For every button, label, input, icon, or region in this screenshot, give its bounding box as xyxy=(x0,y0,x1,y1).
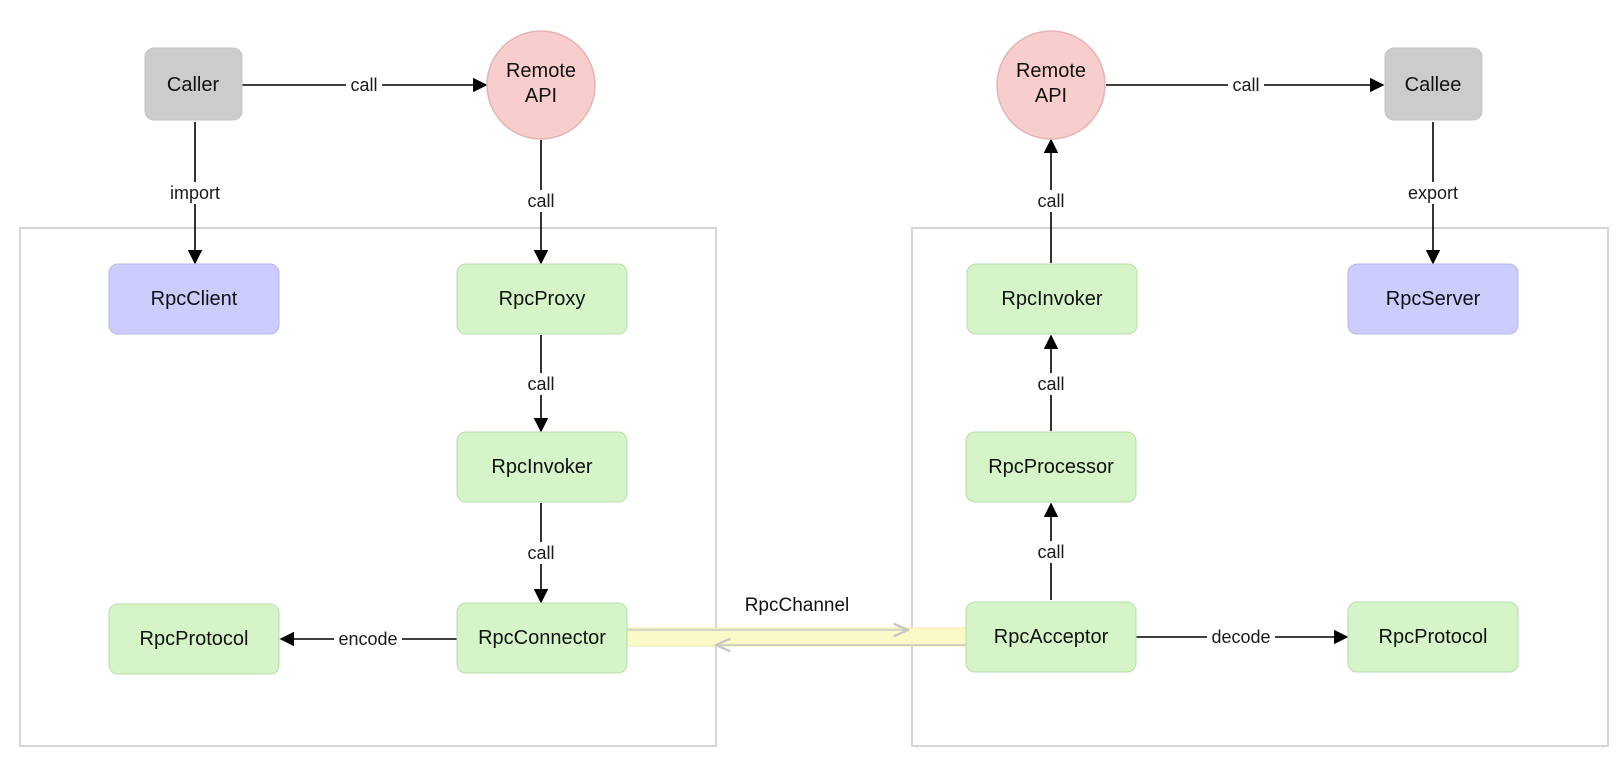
rpc-client-node: RpcClient xyxy=(108,263,280,335)
edge-acceptor-to-processor: call xyxy=(1033,502,1069,600)
edge-label: call xyxy=(1037,542,1064,562)
edge-acceptor-to-protocol: decode xyxy=(1136,626,1349,648)
edge-invoker-to-connector: call xyxy=(523,503,559,604)
rpc-acceptor-shape xyxy=(965,601,1137,673)
remote-api-left-label-line1: Remote xyxy=(506,60,576,82)
edge-caller-to-api: call xyxy=(242,74,488,96)
edge-label: import xyxy=(170,183,220,203)
callee-node: Callee xyxy=(1384,47,1483,121)
edge-label: call xyxy=(527,543,554,563)
edge-label: export xyxy=(1408,183,1458,203)
rpc-server-label: RpcServer xyxy=(1386,288,1481,310)
callee-shape xyxy=(1384,47,1483,121)
rpc-acceptor-node: RpcAcceptor xyxy=(965,601,1137,673)
rpc-protocol-left-node: RpcProtocol xyxy=(108,603,280,675)
edge-label: call xyxy=(350,75,377,95)
remote-api-right-shape xyxy=(996,30,1106,140)
rpc-invoker-right-label: RpcInvoker xyxy=(1001,288,1102,310)
rpc-connector-label: RpcConnector xyxy=(478,627,606,649)
edge-label: decode xyxy=(1211,627,1270,647)
server-side-frame xyxy=(911,227,1609,747)
rpc-connector-shape xyxy=(456,602,628,674)
rpc-protocol-right-shape xyxy=(1347,601,1519,673)
caller-shape xyxy=(144,47,243,121)
edge-proxy-to-invoker: call xyxy=(523,335,559,433)
rpc-channel-label: RpcChannel xyxy=(745,595,850,616)
rpc-protocol-left-label: RpcProtocol xyxy=(140,628,249,650)
edge-api-to-callee: call xyxy=(1106,74,1385,96)
client-side-frame xyxy=(19,227,717,747)
edge-label: call xyxy=(1232,75,1259,95)
rpc-client-shape xyxy=(108,263,280,335)
rpc-acceptor-label: RpcAcceptor xyxy=(994,626,1109,648)
remote-api-right-label-line1: Remote xyxy=(1016,60,1086,82)
rpc-proxy-shape xyxy=(456,263,628,335)
edge-label: call xyxy=(527,191,554,211)
edge-label: call xyxy=(1037,191,1064,211)
rpc-proxy-label: RpcProxy xyxy=(499,288,586,310)
edge-api-to-proxy: call xyxy=(523,140,559,265)
rpc-server-shape xyxy=(1347,263,1519,335)
rpc-proxy-node: RpcProxy xyxy=(456,263,628,335)
remote-api-right-node: Remote API xyxy=(996,30,1106,140)
edge-processor-to-invoker: call xyxy=(1033,334,1069,431)
rpc-processor-label: RpcProcessor xyxy=(988,456,1114,478)
caller-node: Caller xyxy=(144,47,243,121)
caller-label: Caller xyxy=(167,74,220,96)
edge-caller-to-client: import xyxy=(163,122,227,265)
rpc-channel: RpcChannel xyxy=(626,595,968,646)
rpc-invoker-left-label: RpcInvoker xyxy=(491,456,592,478)
rpc-invoker-left-shape xyxy=(456,431,628,503)
rpc-protocol-right-label: RpcProtocol xyxy=(1379,626,1488,648)
rpc-invoker-left-node: RpcInvoker xyxy=(456,431,628,503)
edge-callee-to-server: export xyxy=(1401,122,1465,265)
remote-api-right-label-line2: API xyxy=(1035,85,1067,107)
callee-label: Callee xyxy=(1405,74,1462,96)
edge-label: call xyxy=(527,374,554,394)
rpc-processor-shape xyxy=(965,431,1137,503)
edge-invoker-to-api: call xyxy=(1033,138,1069,263)
rpc-server-node: RpcServer xyxy=(1347,263,1519,335)
rpc-connector-node: RpcConnector xyxy=(456,602,628,674)
remote-api-left-shape xyxy=(486,30,596,140)
edge-label: call xyxy=(1037,374,1064,394)
rpc-processor-node: RpcProcessor xyxy=(965,431,1137,503)
rpc-client-label: RpcClient xyxy=(151,288,238,310)
rpc-invoker-right-shape xyxy=(966,263,1138,335)
remote-api-left-node: Remote API xyxy=(486,30,596,140)
edge-label: encode xyxy=(338,629,397,649)
rpc-invoker-right-node: RpcInvoker xyxy=(966,263,1138,335)
remote-api-left-label-line2: API xyxy=(525,85,557,107)
rpc-protocol-right-node: RpcProtocol xyxy=(1347,601,1519,673)
edge-connector-to-protocol: encode xyxy=(279,628,457,650)
rpc-protocol-left-shape xyxy=(108,603,280,675)
